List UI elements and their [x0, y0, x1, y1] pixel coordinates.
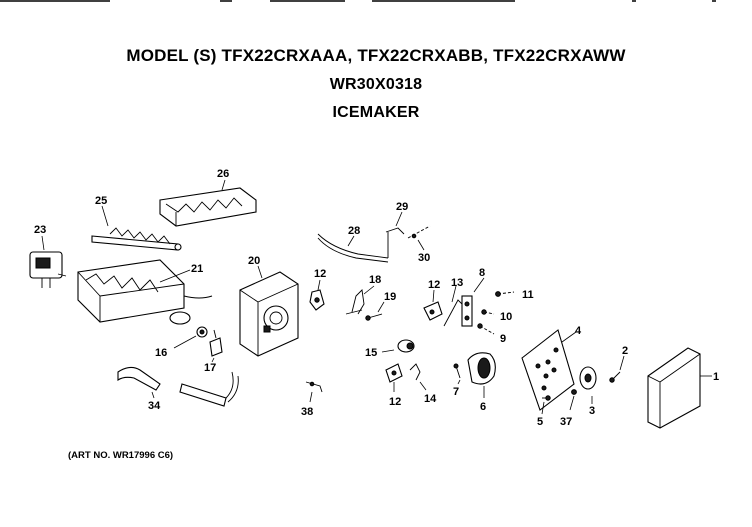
- part-12-clip-c: 12: [385, 363, 403, 408]
- part-15-thermostat: 15: [365, 339, 415, 359]
- part-5-screw: 5: [537, 395, 551, 428]
- assembly-name: ICEMAKER: [332, 104, 420, 121]
- callout-21: 21: [191, 263, 203, 275]
- part-12-clip-a: 12: [309, 268, 326, 311]
- callout-13: 13: [451, 277, 463, 289]
- callout-12c: 12: [389, 396, 401, 408]
- part-18-lever: 18: [345, 274, 381, 315]
- callout-7: 7: [453, 386, 459, 398]
- part-28-arm: 28: [317, 225, 389, 263]
- callout-10: 10: [500, 311, 512, 323]
- part-14-terminal: 14: [409, 363, 437, 405]
- callout-23: 23: [34, 224, 46, 236]
- part-11-screw: 11: [495, 289, 534, 301]
- part-38-clip: 38: [301, 381, 323, 418]
- callout-28: 28: [348, 225, 360, 237]
- callout-29: 29: [396, 201, 408, 213]
- part-30-pin: 30: [407, 225, 430, 264]
- callout-37: 37: [560, 416, 572, 428]
- callout-20: 20: [248, 255, 260, 267]
- part-20-housing: 20: [239, 255, 299, 357]
- callout-25: 25: [95, 195, 107, 207]
- part-9-screw: 9: [477, 323, 506, 345]
- callout-3: 3: [589, 405, 595, 417]
- callout-30: 30: [418, 252, 430, 264]
- part-3-gear: 3: [579, 366, 597, 417]
- callout-12a: 12: [314, 268, 326, 280]
- part-12-clip-b: 12: [423, 279, 443, 321]
- part-26-stripper: 26: [159, 168, 257, 227]
- callout-18: 18: [369, 274, 381, 286]
- kit-number: WR30X0318: [329, 76, 423, 93]
- callout-38: 38: [301, 406, 313, 418]
- part-2-screw: 2: [609, 345, 628, 383]
- callout-1: 1: [713, 371, 719, 383]
- part-8-bracket: 8: [461, 267, 485, 327]
- model-title: MODEL (S) TFX22CRXAAA, TFX22CRXABB, TFX2…: [126, 46, 626, 65]
- callout-11: 11: [522, 289, 534, 301]
- part-13-cover: 13: [443, 277, 463, 327]
- part-17-switch: 17: [204, 329, 223, 374]
- part-wire-harness: [179, 371, 239, 407]
- part-1-front-cover: 1: [647, 347, 719, 429]
- callout-34: 34: [148, 400, 161, 412]
- callout-2: 2: [622, 345, 628, 357]
- part-7-screw: 7: [453, 363, 461, 398]
- part-34-fill-tube: 34: [117, 366, 161, 412]
- scan-edge-artifact: [0, 0, 716, 2]
- callout-9: 9: [500, 333, 506, 345]
- callout-4: 4: [575, 325, 582, 337]
- callout-17: 17: [204, 362, 216, 374]
- callout-14: 14: [424, 393, 437, 405]
- callout-19: 19: [384, 291, 396, 303]
- part-16-fitting: 16: [155, 326, 208, 359]
- callout-15: 15: [365, 347, 377, 359]
- callout-6: 6: [480, 401, 486, 413]
- callout-26: 26: [217, 168, 229, 180]
- part-6-motor: 6: [467, 352, 496, 413]
- callout-12b: 12: [428, 279, 440, 291]
- part-23-connector: 23: [29, 224, 67, 288]
- part-25-ejector: 25: [91, 195, 182, 251]
- part-37-pin: 37: [560, 389, 577, 428]
- art-number: (ART NO. WR17996 C6): [68, 450, 174, 461]
- callout-8: 8: [479, 267, 485, 279]
- callout-16: 16: [155, 347, 167, 359]
- part-4-plate: 4: [521, 325, 582, 411]
- part-10-screw: 10: [481, 309, 512, 323]
- part-21-mold: 21: [77, 259, 213, 325]
- callout-5: 5: [537, 416, 543, 428]
- part-19-screw: 19: [365, 291, 396, 321]
- part-29-retainer: 29: [385, 201, 408, 235]
